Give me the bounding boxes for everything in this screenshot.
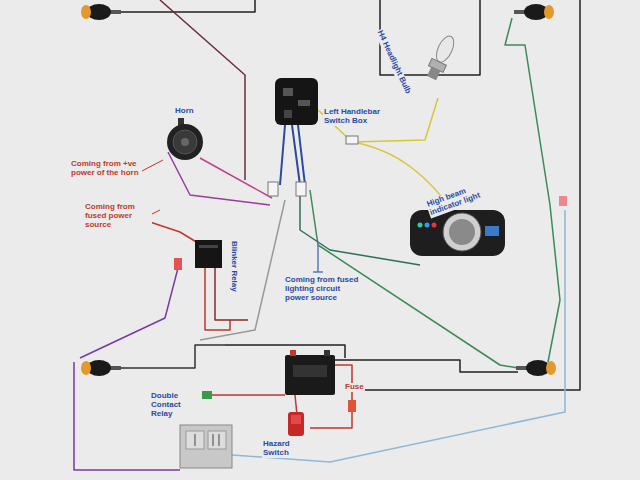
connectors (268, 182, 278, 196)
wires (168, 152, 270, 205)
double-contact-relay (180, 425, 232, 468)
component-label: H4 Headlight Bulb (374, 28, 412, 96)
wires (119, 0, 255, 12)
component-label: Fuse (344, 383, 365, 392)
horn (181, 138, 189, 146)
switch-box (284, 110, 292, 118)
blinker-relay (195, 240, 222, 268)
double-contact-relay (180, 425, 232, 468)
hazard-switch (288, 412, 304, 436)
component-label: High beam indicator light (425, 180, 491, 218)
speedometer (410, 210, 505, 256)
wires (505, 18, 560, 362)
hazard-switch (288, 412, 304, 436)
wires (313, 242, 323, 272)
switch-box (298, 100, 310, 106)
wires (140, 160, 163, 172)
speedometer (410, 210, 505, 256)
turn-signals (81, 360, 121, 376)
component-label: Double Contact Relay (150, 392, 194, 418)
turn-signals (81, 4, 556, 376)
speedometer (449, 219, 475, 245)
connectors (559, 196, 567, 206)
connectors (346, 136, 358, 144)
component-label: Left Handlebar Switch Box (323, 108, 383, 126)
wires (345, 0, 580, 390)
component-label: Horn (174, 107, 195, 116)
horn (167, 124, 203, 160)
headlight-bulb (424, 33, 458, 81)
note: Coming from fused power source (84, 203, 152, 229)
speedometer (485, 226, 499, 236)
blinker-relay (195, 240, 222, 268)
wires (120, 345, 225, 368)
wires (150, 222, 198, 243)
note: Coming from +ve power of the horn (70, 160, 142, 178)
switch-box (275, 78, 318, 185)
battery (293, 365, 327, 377)
double-contact-relay (195, 434, 219, 446)
fuse (348, 400, 356, 412)
speedometer (443, 213, 481, 251)
battery (324, 350, 330, 356)
wires (80, 268, 178, 358)
wires (310, 412, 352, 428)
turn-signals (516, 360, 556, 376)
component-label: Blinker Relay (229, 240, 238, 293)
speedometer (425, 223, 430, 228)
connectors (174, 258, 182, 270)
connectors (296, 182, 306, 196)
wires (232, 210, 565, 462)
wires (200, 158, 272, 198)
horn (167, 118, 203, 160)
connectors (202, 391, 212, 399)
wires (210, 394, 285, 396)
component-label: Hazard Switch (262, 440, 304, 458)
double-contact-relay (208, 431, 226, 449)
switch-box (275, 78, 318, 125)
speedometer (432, 223, 437, 228)
horn (173, 130, 197, 154)
note: Coming from fused lighting circuit power… (284, 276, 362, 302)
battery (285, 350, 335, 395)
switch-box (280, 125, 305, 185)
blinker-relay (199, 245, 218, 248)
wires (335, 360, 518, 372)
connectors (174, 136, 567, 399)
turn-signals (514, 4, 554, 20)
battery (285, 355, 335, 395)
wires (74, 0, 580, 470)
turn-signals (81, 4, 121, 20)
fuse (348, 400, 356, 412)
wires (160, 0, 245, 180)
wires (200, 200, 285, 340)
battery (290, 350, 296, 356)
hazard-switch (291, 415, 301, 424)
speedometer (418, 223, 423, 228)
switch-box (283, 88, 293, 96)
headlight-bulb (427, 67, 440, 80)
